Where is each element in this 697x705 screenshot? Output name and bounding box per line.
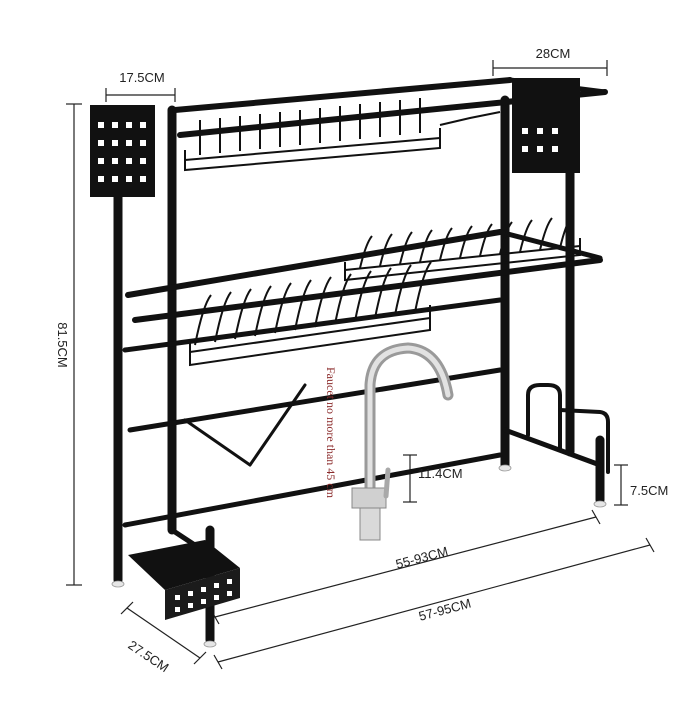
- label-top-left-width: 17.5CM: [119, 70, 165, 85]
- label-inner-width: 55-93CM: [394, 543, 450, 571]
- top-shelf-basket: [184, 98, 501, 172]
- faucet-note: Faucet no more than 45 cm: [324, 367, 338, 499]
- utensil-holder-right: [512, 78, 580, 173]
- middle-shelf-dish-rack: [189, 215, 581, 367]
- rack-frame: [113, 77, 610, 645]
- utensil-holder-left: [90, 105, 155, 197]
- label-sink-gap: 11.4CM: [418, 466, 463, 481]
- rack-feet: [111, 464, 607, 648]
- label-foot-height: 7.5CM: [630, 483, 668, 498]
- label-top-right-width: 28CM: [536, 46, 571, 61]
- bottom-utensil-box: [128, 540, 240, 620]
- label-outer-width: 57-95CM: [417, 595, 473, 623]
- label-depth: 27.5CM: [125, 637, 171, 675]
- faucet: [351, 342, 454, 541]
- label-height: 81.5CM: [55, 322, 70, 368]
- dimension-lines: [66, 60, 655, 670]
